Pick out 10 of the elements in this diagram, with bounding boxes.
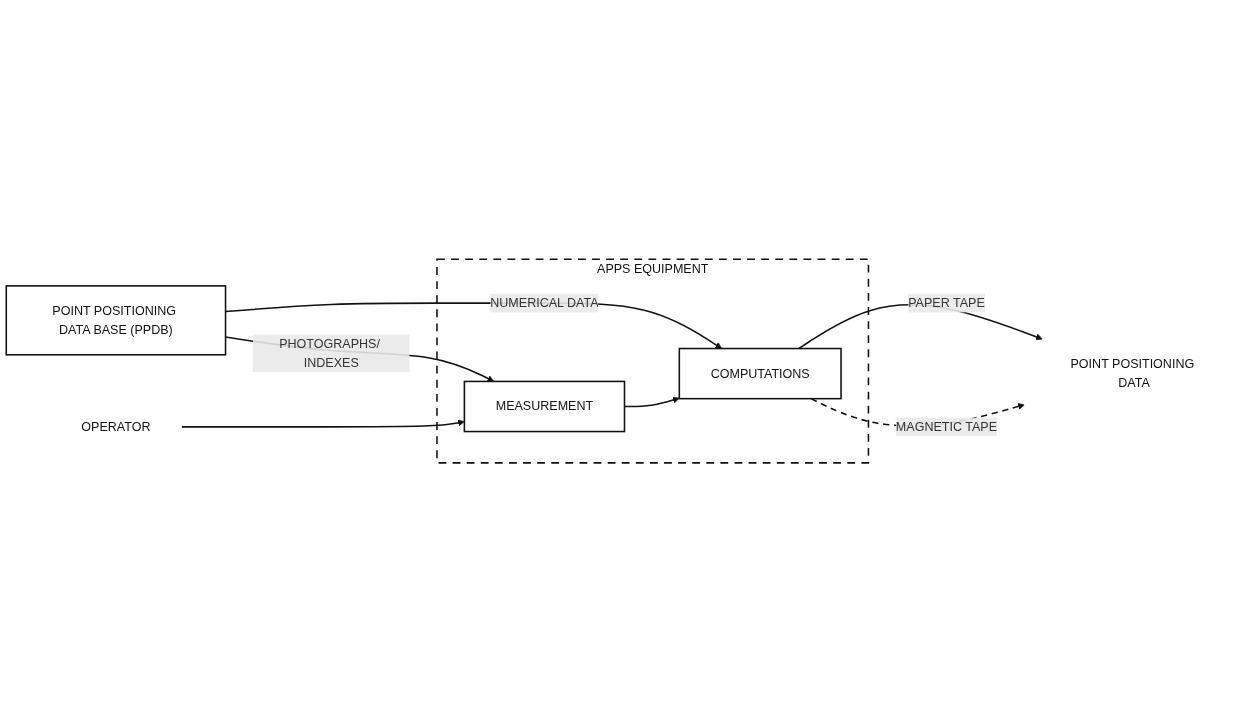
edge-label: PAPER TAPE bbox=[908, 295, 985, 310]
edge-label: NUMERICAL DATA bbox=[490, 295, 599, 310]
node-box: MEASUREMENT bbox=[463, 380, 626, 433]
edge-label: MAGNETIC TAPE bbox=[895, 419, 998, 434]
node-box: COMPUTATIONS bbox=[678, 347, 842, 400]
node-text: OPERATOR bbox=[81, 419, 151, 434]
arrow bbox=[181, 419, 465, 428]
node-box: POINT POSITIONING DATA BASE (PPDB) bbox=[5, 285, 227, 356]
edge-label: PHOTOGRAPHS/ INDEXES bbox=[279, 336, 380, 369]
node-text: POINT POSITIONING DATA bbox=[1070, 357, 1195, 390]
